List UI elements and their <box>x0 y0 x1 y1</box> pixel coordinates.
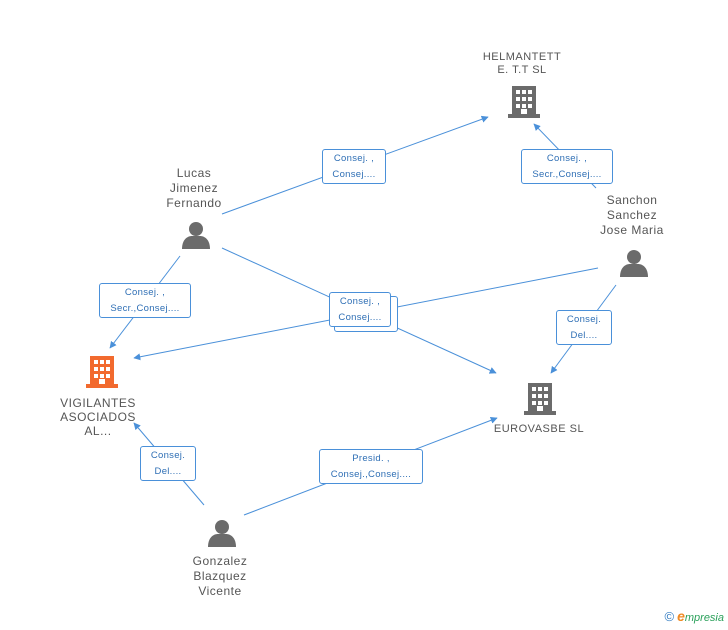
edge-label-line: Consej.,Consej.... <box>330 469 412 480</box>
edge-label-line: Del.... <box>570 330 598 341</box>
edge-label-line: Secr.,Consej.... <box>532 169 602 180</box>
edge-label-line: Presid. , <box>352 453 390 464</box>
edge-label-line: Del.... <box>154 466 182 477</box>
person-label-lucas[interactable]: Lucas Jimenez Fernando <box>166 166 222 210</box>
brand-name: mpresia <box>684 612 724 624</box>
edge-label-sanchon-helmantett[interactable]: Consej. , Secr.,Consej.... <box>521 149 613 184</box>
edge-label-lucas-helmantett[interactable]: Consej. , Consej.... <box>322 149 386 184</box>
edge-label-line: Consej. , <box>124 287 166 298</box>
person-icon-lucas[interactable] <box>182 222 210 249</box>
person-icon-gonzalez[interactable] <box>208 520 236 547</box>
edge-label-center-group[interactable]: Consej. , Consej.... <box>329 292 391 327</box>
edge-label-lucas-vigilantes[interactable]: Consej. , Secr.,Consej.... <box>99 283 191 318</box>
company-label-vigilantes[interactable]: VIGILANTES ASOCIADOS AL... <box>60 396 136 438</box>
edge-label-line: Consej. <box>150 450 186 461</box>
person-label-gonzalez[interactable]: Gonzalez Blazquez Vicente <box>192 554 248 598</box>
building-icon-vigilantes[interactable] <box>86 356 118 388</box>
edge-label-line: Secr.,Consej.... <box>110 303 180 314</box>
building-icon-helmantett[interactable] <box>508 86 540 118</box>
edge-label-line: Consej.... <box>338 312 382 323</box>
brand-initial: e <box>677 608 685 624</box>
edge-label-line: Consej. , <box>333 153 375 164</box>
company-label-eurovasbe[interactable]: EUROVASBE SL <box>493 423 585 435</box>
copyright-icon: © <box>664 609 675 624</box>
edge-label-line: Consej.... <box>332 169 376 180</box>
empresia-logo[interactable]: ©empresia <box>664 608 724 624</box>
building-icon-eurovasbe[interactable] <box>524 383 556 415</box>
person-label-sanchon[interactable]: Sanchon Sanchez Jose Maria <box>600 193 664 237</box>
edge-label-sanchon-eurovasbe[interactable]: Consej. Del.... <box>556 310 612 345</box>
edge-label-gonzalez-eurovasbe[interactable]: Presid. , Consej.,Consej.... <box>319 449 423 484</box>
person-icon-sanchon[interactable] <box>620 250 648 277</box>
edge-label-line: Consej. , <box>546 153 588 164</box>
company-label-helmantett[interactable]: HELMANTETT E. T.T SL <box>482 51 562 76</box>
edge-label-gonzalez-vigilantes[interactable]: Consej. Del.... <box>140 446 196 481</box>
edge-label-line: Consej. <box>566 314 602 325</box>
edge-label-line: Consej. , <box>339 296 381 307</box>
